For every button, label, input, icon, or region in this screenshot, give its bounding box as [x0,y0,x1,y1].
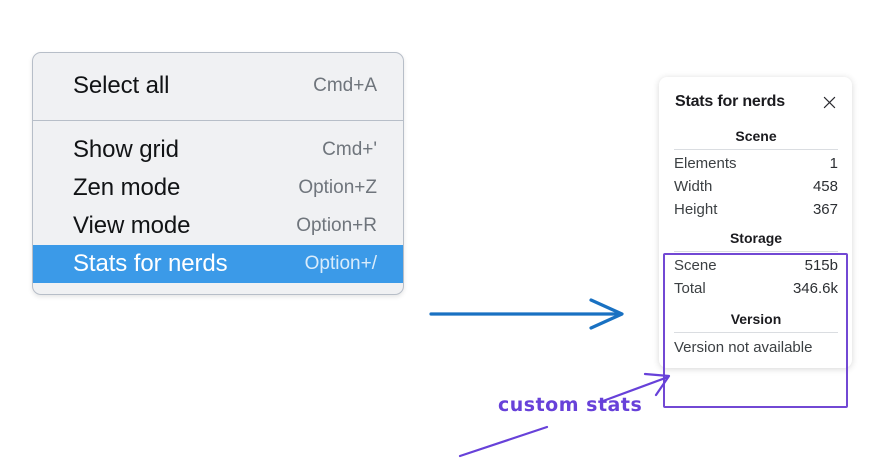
menu-item-label: View mode [73,212,191,239]
blue-arrow [429,298,624,330]
stat-row-storage-scene: Scene 515b [674,254,838,277]
handwritten-custom-stats-label: custom stats [498,394,643,416]
menu-item-show-grid[interactable]: Show grid Cmd+' [33,131,403,169]
section-heading-version: Version [730,311,782,327]
menu-item-zen-mode[interactable]: Zen mode Option+Z [33,169,403,207]
menu-item-label: Show grid [73,136,179,163]
stat-label: Total [674,280,706,297]
menu-item-label: Zen mode [73,174,181,201]
stat-value: 346.6k [792,280,838,297]
stat-value: 458 [812,178,838,195]
version-note: Version not available [674,339,813,356]
panel-header: Stats for nerds [659,89,852,115]
menu-item-view-mode[interactable]: View mode Option+R [33,207,403,245]
section-heading-storage: Storage [729,230,783,246]
stat-row-storage-total: Total 346.6k [674,277,838,300]
stat-label: Scene [674,257,717,274]
menu-item-select-all[interactable]: Select all Cmd+A [33,67,403,105]
purple-underline-stroke [458,425,549,458]
panel-body: Scene Elements 1 Width 458 Height 367 St… [659,125,852,358]
divider [674,332,838,333]
stats-for-nerds-panel: Stats for nerds Scene Elements 1 Width 4… [659,77,852,368]
menu-section-1: Select all Cmd+A [33,53,403,121]
stat-value: 367 [812,201,838,218]
close-icon[interactable] [821,94,838,111]
context-menu[interactable]: Select all Cmd+A Show grid Cmd+' Zen mod… [32,52,404,295]
menu-item-shortcut: Option+R [296,215,377,236]
menu-item-shortcut: Option+Z [298,177,377,198]
menu-section-2: Show grid Cmd+' Zen mode Option+Z View m… [33,121,403,294]
menu-item-shortcut: Cmd+A [313,75,377,96]
menu-item-shortcut: Cmd+' [322,139,377,160]
menu-item-label: Stats for nerds [73,250,228,277]
stat-row-width: Width 458 [674,175,838,198]
stat-label: Height [674,201,718,218]
panel-title: Stats for nerds [675,93,785,110]
menu-item-shortcut: Option+/ [304,253,377,274]
stat-row-elements: Elements 1 [674,152,838,175]
section-heading-scene: Scene [735,128,777,144]
stat-label: Elements [674,155,737,172]
divider [674,251,838,252]
stat-label: Width [674,178,713,195]
stat-row-height: Height 367 [674,198,838,221]
divider [674,149,838,150]
menu-item-label: Select all [73,72,170,99]
stat-value: 1 [829,155,838,172]
menu-item-stats-for-nerds[interactable]: Stats for nerds Option+/ [33,245,403,283]
stat-value: 515b [804,257,838,274]
